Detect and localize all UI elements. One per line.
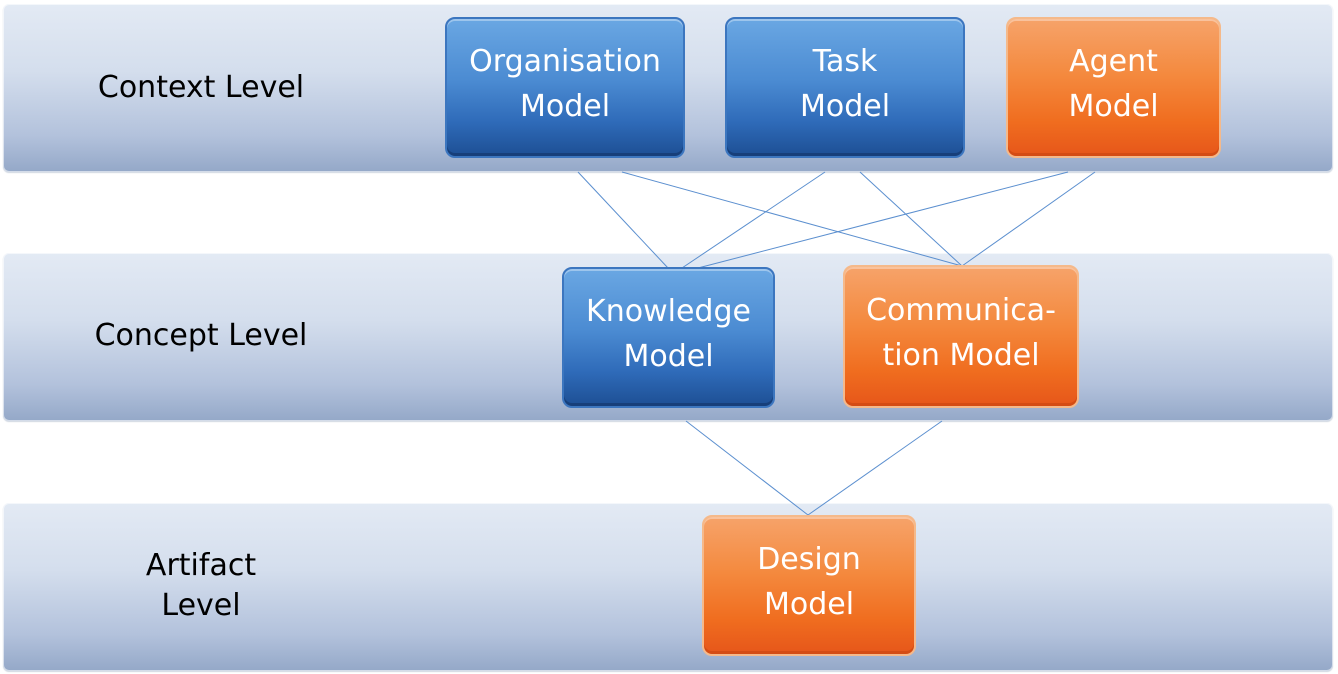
connector-communication-design [807,420,943,516]
artifact-level-label-line2: Level [161,588,241,623]
knowledge-model-box[interactable]: Knowledge Model [562,267,775,408]
artifact-level-band [3,503,1333,671]
design-model-line2: Model [763,586,855,622]
design-model-line1: Design [757,541,861,577]
knowledge-model-line1: Knowledge [586,293,751,329]
communication-model-line2: tion Model [882,337,1040,373]
artifact-level-label-line1: Artifact [145,548,257,583]
agent-model-line1: Agent [1069,43,1158,79]
task-model-box[interactable]: Task Model [725,17,965,158]
organisation-model-box[interactable]: Organisation Model [445,17,685,158]
agent-model-box[interactable]: Agent Model [1006,17,1221,158]
connector-knowledge-design [685,420,809,516]
connector-task-communication [859,171,963,267]
organisation-model-line2: Model [519,88,611,124]
communication-model-line1: Communica- [866,292,1056,328]
organisation-model-line1: Organisation [469,43,661,79]
connector-agent-communication [961,171,1096,267]
task-model-line1: Task [812,43,878,79]
task-model-line2: Model [799,88,891,124]
knowledge-model-line2: Model [623,338,714,374]
context-level-label: Context Level [97,70,305,105]
concept-level-label: Concept Level [94,318,308,353]
agent-model-line2: Model [1068,88,1159,124]
communication-model-box[interactable]: Communica- tion Model [843,265,1079,408]
design-model-box[interactable]: Design Model [702,515,916,656]
connector-organisation-communication [621,171,963,267]
artifact-level-label: Artifact Level [51,546,351,626]
